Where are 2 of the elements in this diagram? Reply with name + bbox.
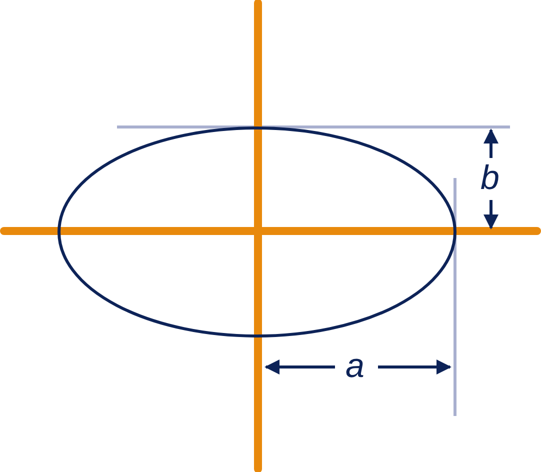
- dimension-label: a: [346, 349, 364, 383]
- dimension-label: b: [480, 161, 500, 195]
